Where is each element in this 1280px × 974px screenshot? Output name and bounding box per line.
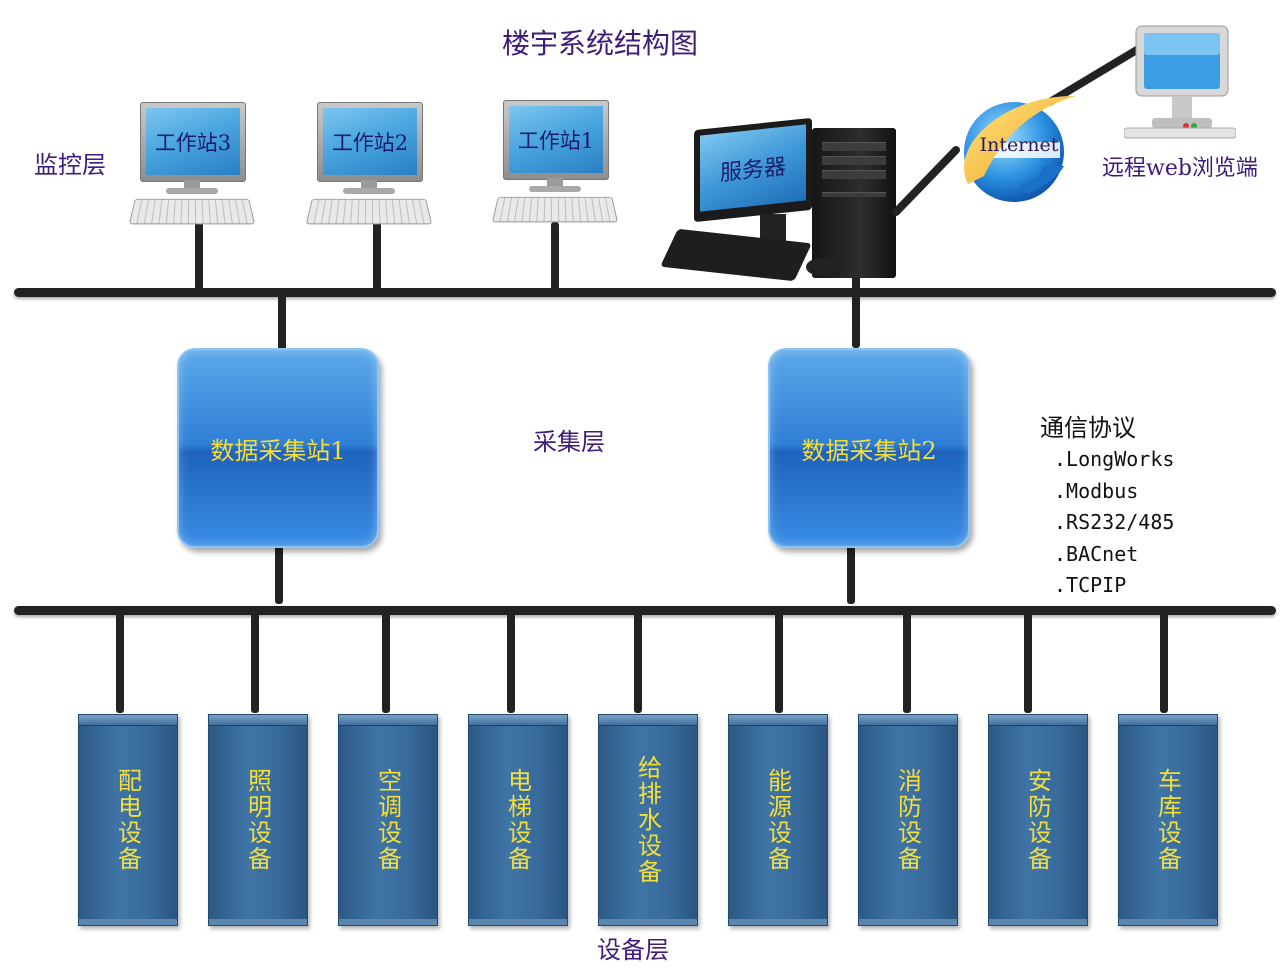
workstation1-link [551,222,559,290]
protocol-item: .LongWorks [1054,447,1175,471]
workstation3-link [195,222,203,290]
device-link [251,613,259,713]
device-label: 照明设备 [243,768,272,872]
device-link [903,613,911,713]
mouse-icon [806,258,838,276]
data-station-1: 数据采集站1 [177,348,379,548]
workstation-label: 工作站1 [509,106,603,173]
internet-label: Internet [979,134,1059,156]
device-label: 车库设备 [1153,768,1182,872]
workstation-3: 工作站3 [128,102,256,232]
device-cabinet: 空调设备 [338,714,438,926]
device-link [382,613,390,713]
workstation2-link [373,222,381,290]
protocols-title: 通信协议 [1040,414,1136,442]
collect-layer-label: 采集层 [533,428,605,456]
device-cabinet: 给排水设备 [598,714,698,926]
device-layer-label: 设备层 [597,936,669,964]
monitor-icon: 工作站2 [317,102,423,182]
device-cabinet: 能源设备 [728,714,828,926]
server-tower-icon [812,128,896,278]
protocol-item: .BACnet [1054,541,1139,566]
device-label: 电梯设备 [503,768,532,872]
device-label: 消防设备 [893,768,922,872]
device-cabinet: 安防设备 [988,714,1088,926]
internet-icon: Internet [948,84,1088,212]
remote-browser-label: 远程web浏览端 [1102,156,1258,181]
device-label: 空调设备 [373,768,402,872]
device-link [1160,613,1168,713]
device-label: 配电设备 [113,768,142,872]
station1-up-link [278,294,286,350]
device-network-bus [14,606,1276,615]
data-station-2: 数据采集站2 [768,348,970,548]
workstation-label: 工作站2 [323,108,417,175]
device-link [634,613,642,713]
data-station-label: 数据采集站1 [210,436,346,465]
device-cabinet: 电梯设备 [468,714,568,926]
monitor-layer-label: 监控层 [34,151,106,179]
device-cabinet: 消防设备 [858,714,958,926]
station1-down-link [275,542,283,604]
remote-pc-icon [1123,24,1237,144]
monitor-network-bus [14,288,1276,297]
device-link [1024,613,1032,713]
protocols-list: .LongWorks .Modbus .RS232/485 .BACnet .T… [1054,444,1174,602]
workstation-2: 工作站2 [305,102,433,232]
protocol-item: .TCPIP [1054,573,1127,597]
device-label: 能源设备 [763,768,792,872]
device-link [116,613,124,713]
device-label: 给排水设备 [633,755,662,885]
device-cabinet: 车库设备 [1118,714,1218,926]
device-cabinet: 配电设备 [78,714,178,926]
device-cabinet: 照明设备 [208,714,308,926]
monitor-icon: 工作站1 [503,100,609,180]
diagram-title: 楼宇系统结构图 [501,27,698,60]
protocol-item: .RS232/485 [1054,510,1175,534]
device-link [507,613,515,713]
workstation-label: 工作站3 [146,108,240,175]
device-label: 安防设备 [1023,768,1052,872]
workstation-1: 工作站1 [491,100,619,230]
data-station-label: 数据采集站2 [801,436,937,465]
station2-down-link [847,542,855,604]
device-link [775,613,783,713]
protocol-item: .Modbus [1054,478,1139,503]
server-link [852,262,860,348]
